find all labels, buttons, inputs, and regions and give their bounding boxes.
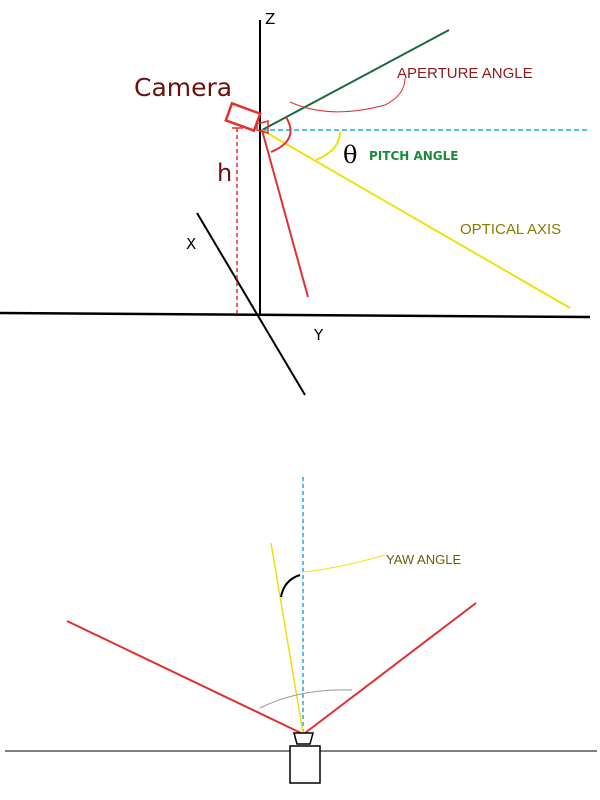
yaw-angle-arc (280, 574, 301, 598)
camera-top-view-icon (289, 732, 321, 784)
fov-right-line (304, 602, 477, 734)
camera-label: Camera (134, 73, 232, 102)
height-label: h (217, 159, 232, 187)
optical-axis-label: OPTICAL AXIS (460, 221, 561, 238)
fov-upper-line (261, 29, 450, 131)
fov-lower-line (261, 129, 309, 298)
side-view-diagram: Z X Y Camera h APERTURE ANGLE θ PITCH AN… (0, 10, 591, 396)
aperture-angle-label: APERTURE ANGLE (397, 65, 533, 82)
x-axis-line (196, 212, 306, 396)
yaw-angle-label: YAW ANGLE (386, 552, 461, 567)
aperture-pointer-arc (289, 77, 406, 113)
x-axis-label: X (186, 235, 196, 253)
aperture-arc-top-view (259, 689, 353, 709)
aperture-angle-arc (270, 116, 292, 153)
y-axis-label: Y (313, 326, 324, 344)
fov-left-line (66, 620, 302, 734)
theta-symbol: θ (343, 141, 357, 169)
pitch-angle-label: PITCH ANGLE (369, 149, 459, 163)
yaw-direction-line (270, 542, 304, 734)
y-axis-line (0, 311, 591, 319)
camera-body-icon (224, 101, 269, 134)
yaw-pointer-line (302, 554, 386, 573)
top-view-diagram: YAW ANGLE (5, 477, 597, 784)
optical-axis-line (261, 129, 571, 309)
pitch-angle-arc (315, 131, 341, 161)
z-axis-label: Z (265, 10, 275, 28)
